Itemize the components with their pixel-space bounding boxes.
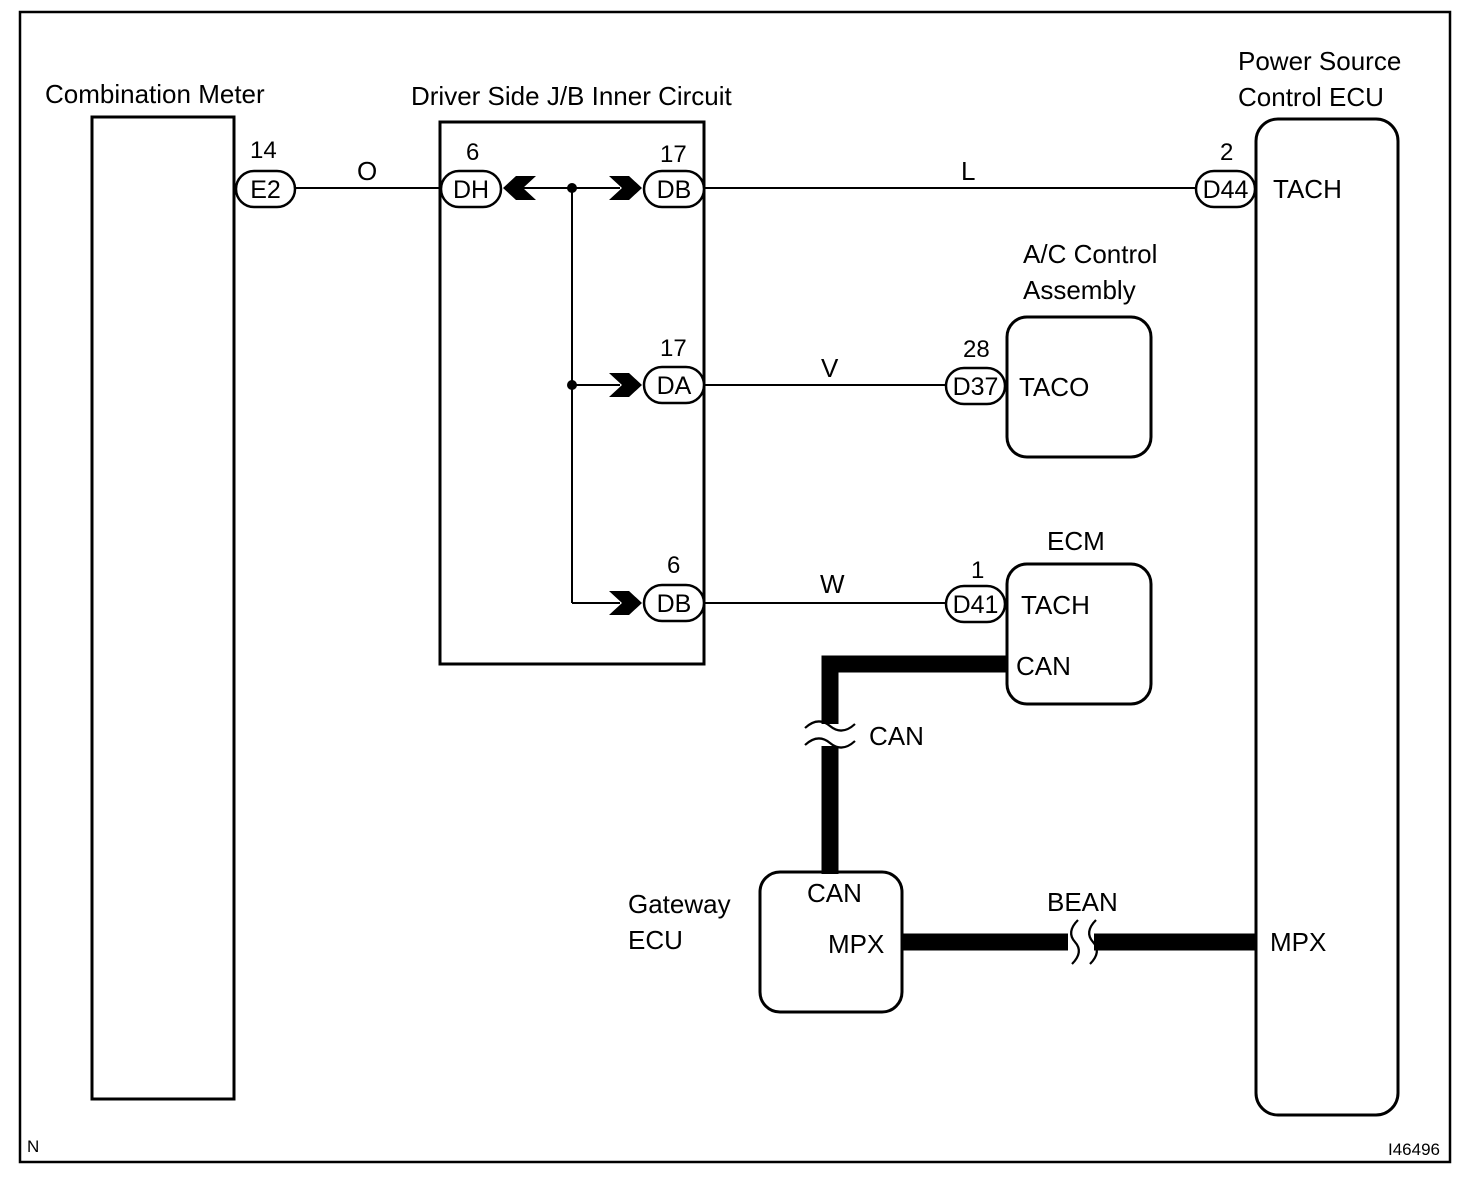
- ecm-box: [1005, 562, 1153, 706]
- ac-control-title-line2: Assembly: [1023, 275, 1136, 305]
- can-bus-break-icon: [804, 720, 856, 732]
- gateway-ecu-mpx-label: MPX: [828, 929, 884, 959]
- corner-code: N: [27, 1137, 39, 1156]
- junction-dot-top: [567, 183, 577, 193]
- da-connector-code: DA: [657, 372, 692, 400]
- wire-color-v: V: [821, 353, 839, 383]
- da-chevron-icon: [609, 373, 642, 397]
- d41-connector-code: D41: [953, 591, 999, 619]
- dh-pin-number: 6: [466, 139, 479, 166]
- bean-bus-break-icon: [1070, 919, 1080, 965]
- power-ecu-mpx-label: MPX: [1270, 927, 1326, 957]
- d37-connector-code: D37: [953, 373, 999, 401]
- jb-box: [438, 120, 706, 666]
- e2-connector-code: E2: [250, 176, 281, 204]
- db6-chevron-icon: [609, 591, 642, 615]
- ac-control-taco-label: TACO: [1019, 372, 1089, 402]
- power-ecu-title-line1: Power Source: [1238, 46, 1401, 76]
- diagram-frame: [18, 10, 1452, 1164]
- wire-color-w: W: [820, 569, 845, 599]
- combination-meter-title: Combination Meter: [45, 79, 265, 109]
- figure-id: I46496: [1388, 1140, 1440, 1159]
- ecm-tach-label: TACH: [1021, 590, 1090, 620]
- power-ecu-box: [1254, 117, 1400, 1117]
- d44-pin-number: 2: [1220, 139, 1233, 166]
- power-ecu-title-line2: Control ECU: [1238, 82, 1384, 112]
- da-pin-number: 17: [660, 335, 687, 362]
- gateway-ecu-title-line2: ECU: [628, 925, 683, 955]
- bean-bus-label: BEAN: [1047, 887, 1118, 917]
- d41-pin-number: 1: [971, 557, 984, 584]
- gateway-ecu-title-line1: Gateway: [628, 889, 731, 919]
- d37-pin-number: 28: [963, 336, 990, 363]
- db17-pin-number: 17: [660, 141, 687, 168]
- d44-connector-code: D44: [1203, 176, 1249, 204]
- db17-chevron-icon: [609, 176, 642, 200]
- ac-control-title-line1: A/C Control: [1023, 239, 1157, 269]
- can-bus-break-icon-lower: [804, 737, 856, 749]
- e2-pin-number: 14: [250, 137, 277, 164]
- can-bus-line: [821, 655, 1008, 874]
- wire-color-o: O: [357, 156, 377, 186]
- db6-connector-code: DB: [657, 590, 692, 618]
- dh-chevron-icon: [503, 176, 536, 200]
- d44-connector: [1194, 169, 1257, 209]
- db17-connector-code: DB: [657, 176, 692, 204]
- junction-dot-mid: [567, 380, 577, 390]
- d41-connector: [944, 584, 1007, 624]
- jb-title: Driver Side J/B Inner Circuit: [411, 81, 733, 111]
- power-ecu-tach-label: TACH: [1273, 174, 1342, 204]
- d37-connector: [944, 366, 1007, 406]
- gateway-ecu-can-label: CAN: [807, 878, 862, 908]
- wire-color-l: L: [961, 156, 975, 186]
- combination-meter-box: [90, 115, 236, 1101]
- dh-connector-code: DH: [453, 176, 489, 204]
- ecm-title: ECM: [1047, 526, 1105, 556]
- dh-connector: [439, 169, 503, 209]
- bean-bus-break-icon-right: [1088, 919, 1098, 965]
- ac-control-box: [1005, 315, 1153, 459]
- db6-pin-number: 6: [667, 552, 680, 579]
- can-bus-label: CAN: [869, 721, 924, 751]
- ecm-can-label: CAN: [1016, 651, 1071, 681]
